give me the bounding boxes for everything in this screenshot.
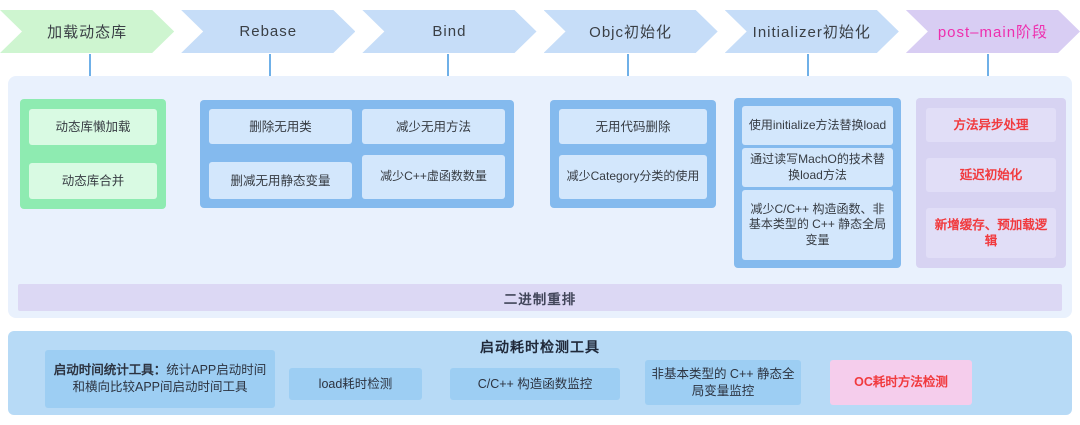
box-dylib-merge: 动态库合并 [29,163,157,199]
box-oc-method-detect: OC耗时方法检测 [830,360,972,405]
stage-label: Rebase [239,23,298,40]
stage-label: Bind [432,23,467,40]
group-initializer: 使用initialize方法替换load 通过读写MachO的技术替换load方… [734,98,901,268]
stat-tool-lead: 启动时间统计工具： [53,363,167,378]
stage-label: post–main阶段 [937,24,1049,41]
box-reduce-unused-method: 减少无用方法 [362,109,505,144]
box-reduce-category: 减少Category分类的使用 [559,155,707,199]
box-cache-preload: 新增缓存、预加载逻辑 [926,208,1056,258]
group-objc-init: 无用代码删除 减少Category分类的使用 [550,100,716,208]
tools-panel: 启动耗时检测工具 启动时间统计工具：统计APP启动时间和横向比较APP间启动时间… [8,331,1072,415]
box-reduce-unused-static-var: 删减无用静态变量 [209,162,352,199]
box-reduce-ctor-static-globals: 减少C/C++ 构造函数、非基本类型的 C++ 静态全局变量 [742,190,893,260]
box-lazy-init: 延迟初始化 [926,158,1056,192]
group-dylib: 动态库懒加载 动态库合并 [20,99,166,209]
group-post-main: 方法异步处理 延迟初始化 新增缓存、预加载逻辑 [916,98,1066,268]
box-cpp-ctor-monitor: C/C++ 构造函数监控 [450,368,620,400]
box-async-method: 方法异步处理 [926,108,1056,142]
stage-bind: Bind [362,10,536,53]
box-launch-time-stat-tool: 启动时间统计工具：统计APP启动时间和横向比较APP间启动时间工具 [45,350,275,408]
stat-tool-rest: 统计APP启动时间和横向比较APP间启动时间工具 [72,363,267,394]
box-load-time-detect: load耗时检测 [289,368,422,400]
group-rebase-bind: 删除无用类 删减无用静态变量 减少无用方法 减少C++虚函数数量 [200,100,514,208]
stat-tool-text: 启动时间统计工具：统计APP启动时间和横向比较APP间启动时间工具 [51,362,269,396]
stage-row: 加载动态库 Rebase Bind Objc初始化 Initializer初始化… [0,10,1080,53]
box-dylib-lazy-load: 动态库懒加载 [29,109,157,145]
box-reduce-cpp-virtual: 减少C++虚函数数量 [362,155,505,199]
stage-initializer-init: Initializer初始化 [725,10,899,53]
box-remove-dead-code: 无用代码删除 [559,109,707,144]
stage-rebase: Rebase [181,10,355,53]
stage-post-main: post–main阶段 [906,10,1080,53]
stage-label: Initializer初始化 [752,24,871,41]
stage-label: 加载动态库 [47,24,128,41]
stage-label: Objc初始化 [589,24,673,41]
tools-panel-title: 启动耗时检测工具 [480,339,600,355]
box-static-globals-monitor: 非基本类型的 C++ 静态全局变量监控 [645,360,801,405]
box-remove-unused-class: 删除无用类 [209,109,352,144]
rebase-column: 删除无用类 删减无用静态变量 [209,109,352,199]
binary-reorder-bar: 二进制重排 [18,284,1062,311]
box-macho-replace-load: 通过读写MachO的技术替换load方法 [742,148,893,187]
optimization-panel [8,76,1072,318]
stage-load-dylib: 加载动态库 [0,10,174,53]
bind-column: 减少无用方法 减少C++虚函数数量 [362,109,505,199]
stage-objc-init: Objc初始化 [544,10,718,53]
box-initialize-instead-load: 使用initialize方法替换load [742,106,893,145]
